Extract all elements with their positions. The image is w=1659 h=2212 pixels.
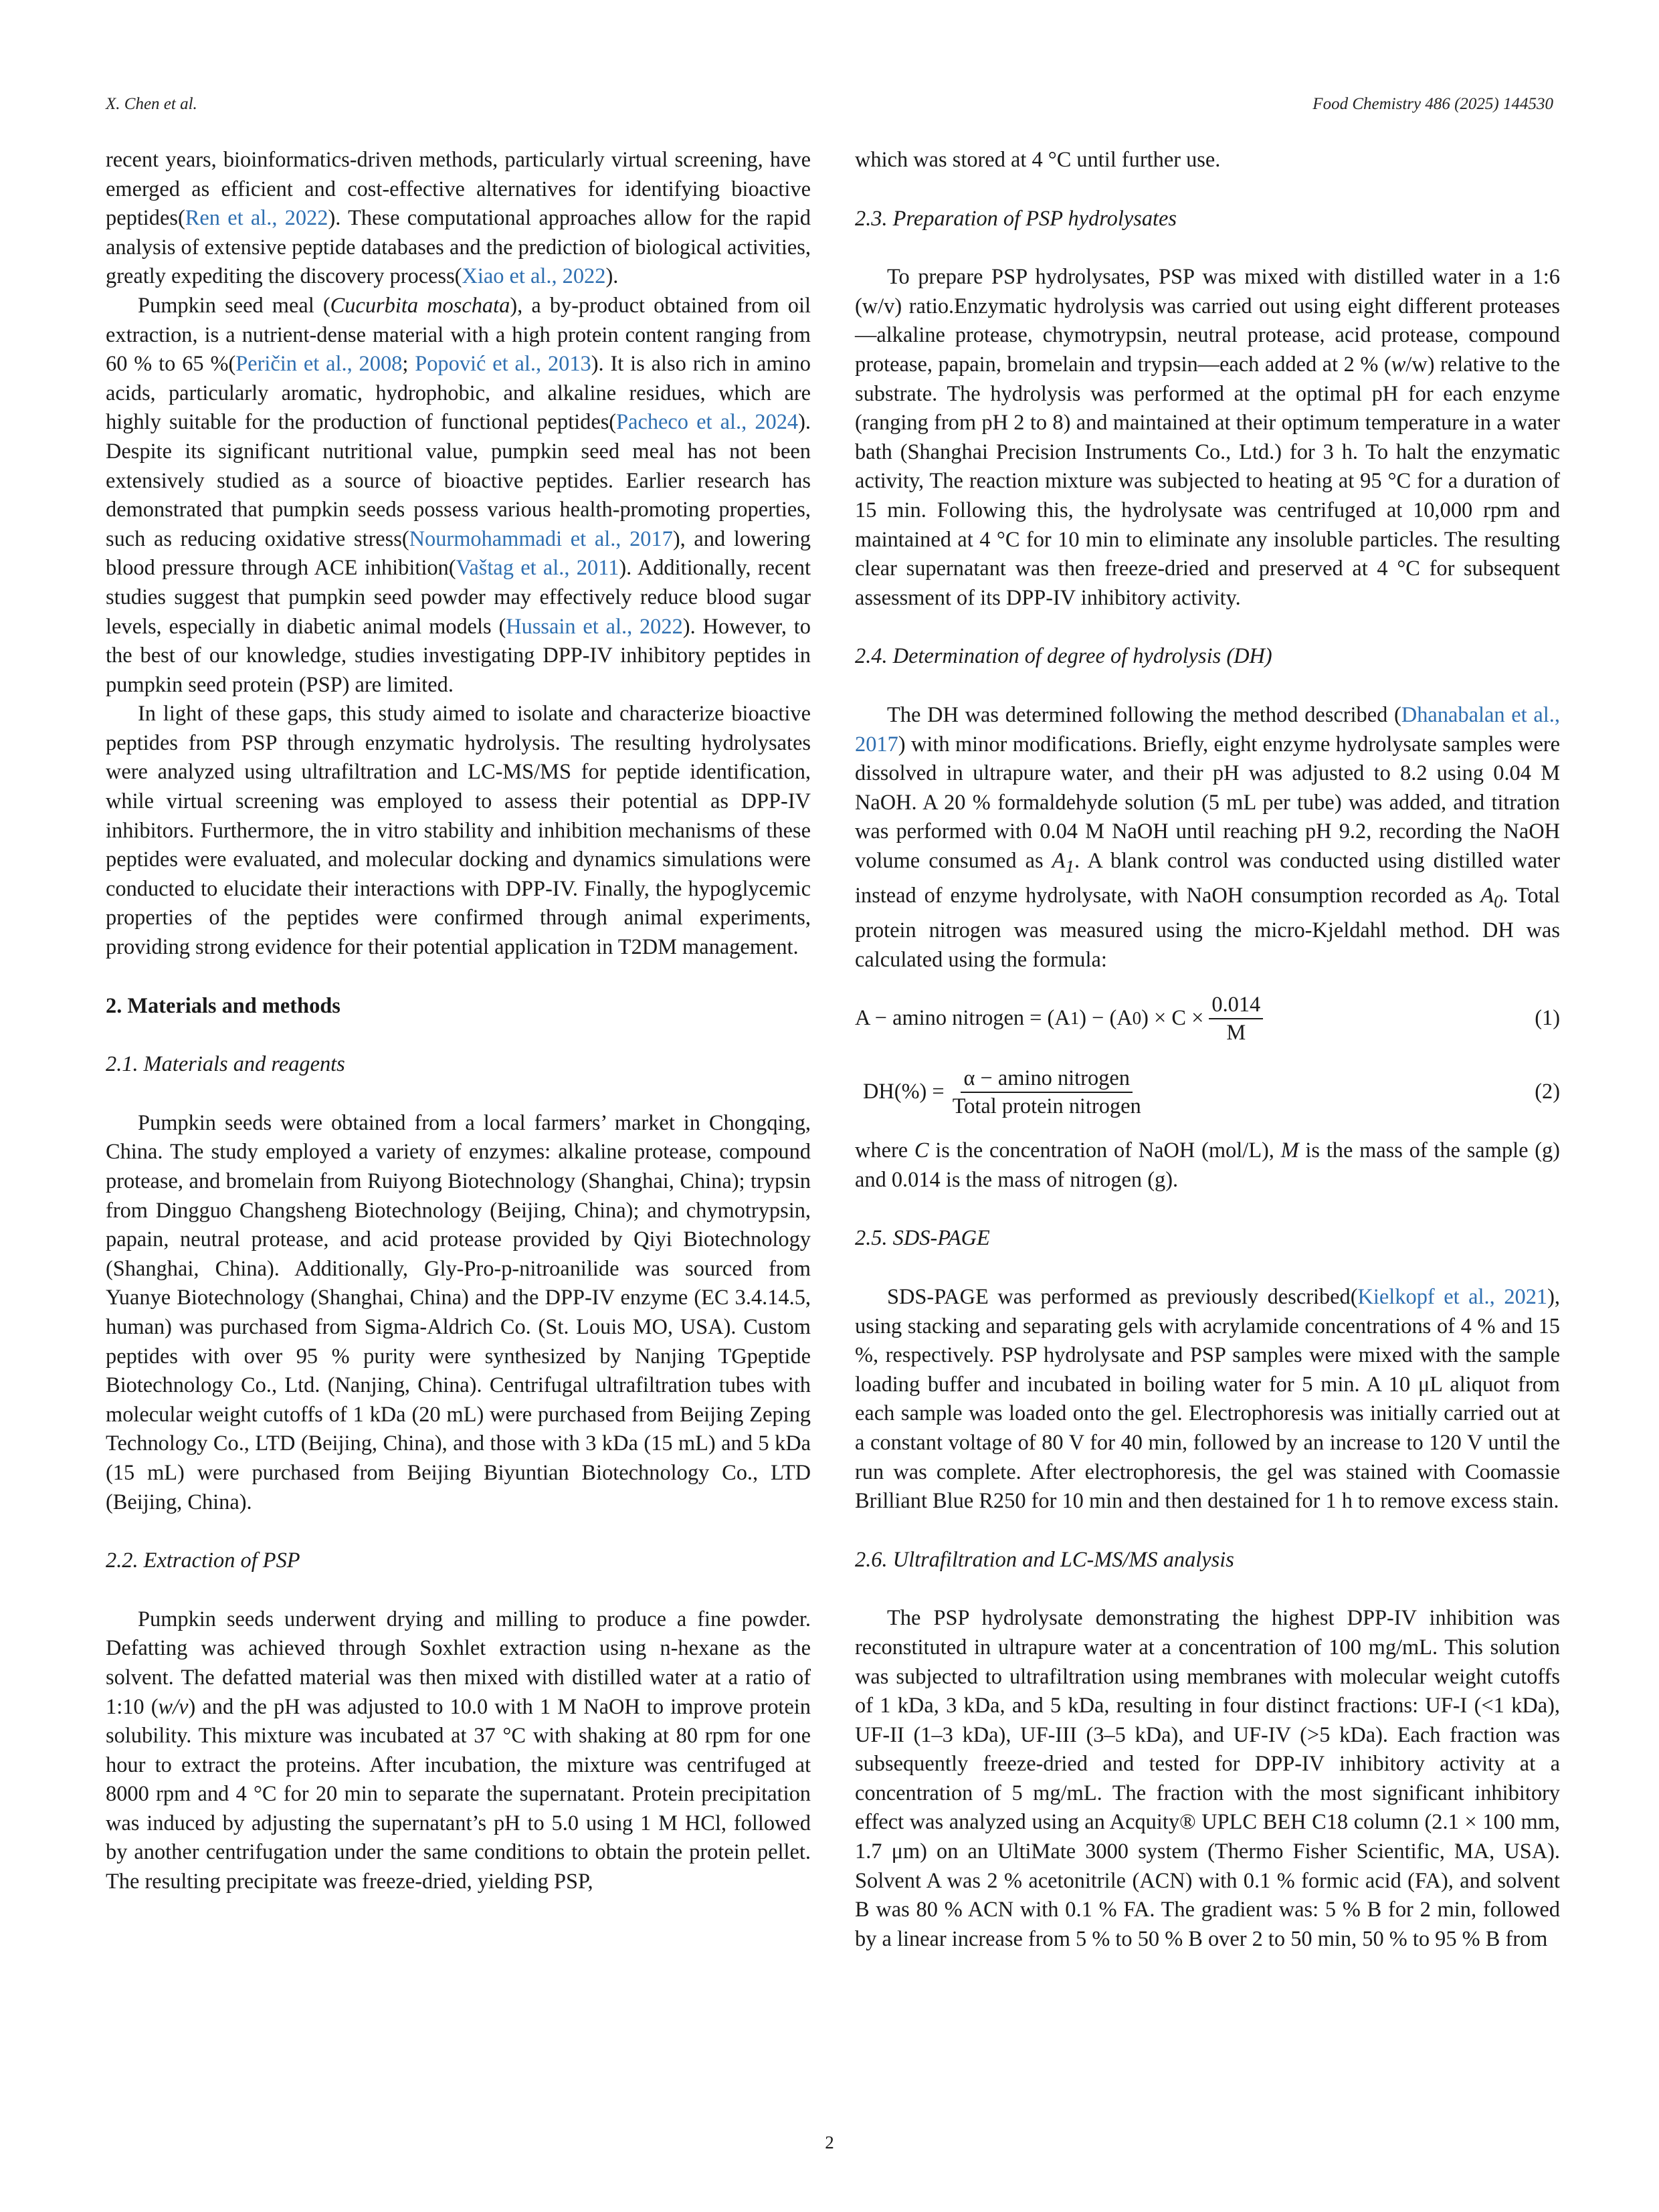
citation-link[interactable]: Nourmohammadi et al., 2017 (409, 526, 673, 551)
citation-link[interactable]: Peričin et al., 2008 (235, 352, 403, 377)
running-header-journal: Food Chemistry 486 (2025) 144530 (1312, 95, 1553, 113)
citation-link[interactable]: Xiao et al., 2022 (462, 264, 606, 289)
subsection-heading-2-5: 2.5. SDS-PAGE (855, 1226, 990, 1251)
subsection-heading-2-3: 2.3. Preparation of PSP hydrolysates (855, 206, 1177, 231)
paragraph-ultrafiltration: The PSP hydrolysate demonstrating the hi… (855, 1606, 1560, 1951)
paragraph-extraction-continued: which was stored at 4 °C until further u… (855, 148, 1221, 172)
citation-link[interactable]: Popović et al., 2013 (415, 352, 591, 377)
subsection-heading-2-2: 2.2. Extraction of PSP (106, 1548, 300, 1573)
section-heading-materials-methods: 2. Materials and methods (106, 993, 340, 1018)
subsection-heading-2-4: 2.4. Determination of degree of hydrolys… (855, 644, 1272, 669)
subsection-heading-2-6: 2.6. Ultrafiltration and LC-MS/MS analys… (855, 1547, 1234, 1572)
page-number: 2 (825, 2132, 834, 2152)
citation-link[interactable]: Hussain et al., 2022 (506, 614, 683, 639)
paragraph-degree-of-hydrolysis: The DH was determined following the meth… (855, 702, 1561, 972)
citation-link[interactable]: Dhanabalan et al., 2017 (855, 702, 1560, 757)
paragraph-sds-page: SDS-PAGE was performed as previously des… (855, 1284, 1560, 1514)
citation-link[interactable]: Vaštag et al., 2011 (456, 556, 619, 581)
running-header-authors: X. Chen et al. (106, 95, 197, 113)
left-column: recent years, bioinformatics-driven meth… (106, 146, 811, 1897)
paragraph-study-aim: In light of these gaps, this study aimed… (106, 702, 811, 960)
right-column: which was stored at 4 °C until further u… (855, 146, 1560, 1954)
paragraph-intro-continued: recent years, bioinformatics-driven meth… (106, 148, 811, 289)
citation-link[interactable]: Pacheco et al., 2024 (616, 410, 799, 435)
paragraph-equation-definitions: where C is the concentration of NaOH (mo… (855, 1138, 1560, 1192)
paragraph-pumpkin-seed-meal: Pumpkin seed meal (Cucurbita moschata), … (106, 293, 811, 697)
paragraph-hydrolysates: To prepare PSP hydrolysates, PSP was mix… (855, 265, 1560, 610)
paragraph-extraction: Pumpkin seeds underwent drying and milli… (106, 1607, 811, 1894)
citation-link[interactable]: Ren et al., 2022 (185, 206, 328, 231)
citation-link[interactable]: Kielkopf et al., 2021 (1357, 1284, 1548, 1309)
equation-number: (1) (1535, 1006, 1560, 1031)
paragraph-materials: Pumpkin seeds were obtained from a local… (106, 1110, 811, 1514)
equation-number: (2) (1535, 1080, 1560, 1104)
subsection-heading-2-1: 2.1. Materials and reagents (106, 1052, 345, 1077)
